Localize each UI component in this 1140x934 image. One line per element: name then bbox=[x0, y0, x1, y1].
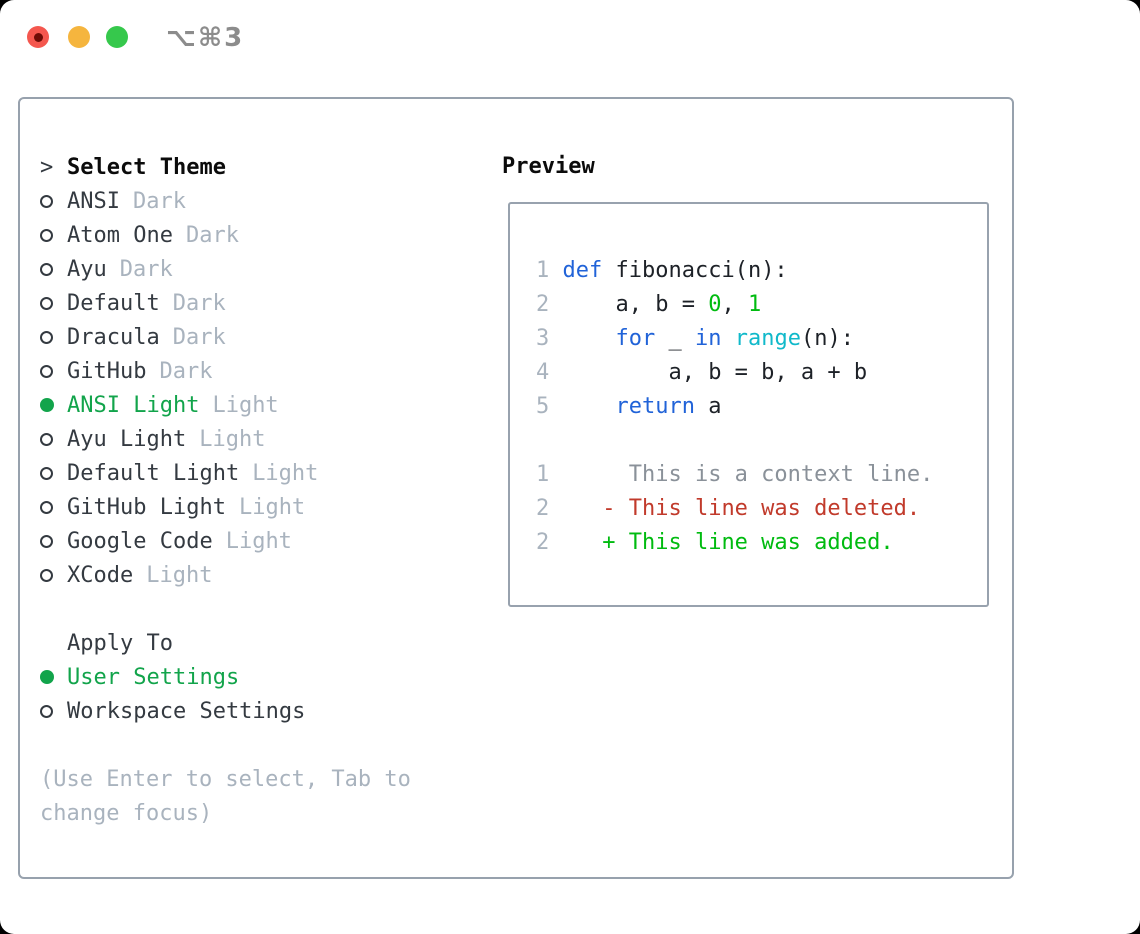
option-variant-label: Dark bbox=[119, 256, 173, 282]
theme-option-dracula[interactable]: Dracula Dark bbox=[40, 320, 480, 354]
preview-line: 5 return a bbox=[536, 394, 722, 419]
theme-option-xcode[interactable]: XCode Light bbox=[40, 558, 480, 592]
theme-option-github[interactable]: GitHub Dark bbox=[40, 354, 480, 388]
preview-box: 1 def fibonacci(n): 2 a, b = 0, 1 3 for _ … bbox=[508, 202, 989, 607]
theme-option-atom-one[interactable]: Atom One Dark bbox=[40, 218, 480, 252]
radio-icon bbox=[40, 704, 53, 718]
zoom-button[interactable] bbox=[106, 26, 128, 48]
option-label: Atom One bbox=[67, 222, 173, 248]
spacer-row bbox=[40, 592, 480, 626]
apply-option-user-settings[interactable]: User Settings bbox=[40, 660, 480, 694]
radio-icon bbox=[40, 194, 53, 208]
option-label: Google Code bbox=[67, 528, 213, 554]
radio-icon bbox=[40, 568, 53, 582]
preview-title: Preview bbox=[502, 154, 595, 179]
option-variant-label: Light bbox=[212, 392, 279, 418]
preview-line: 1 This is a context line. bbox=[536, 462, 934, 487]
option-variant-label: Light bbox=[199, 426, 266, 452]
preview-line bbox=[536, 220, 987, 254]
apply-option-workspace-settings[interactable]: Workspace Settings bbox=[40, 694, 480, 728]
option-label: ANSI bbox=[67, 188, 120, 214]
option-variant-label: Light bbox=[146, 562, 213, 588]
option-label: Workspace Settings bbox=[67, 698, 306, 724]
preview-line: 2 a, b = 0, 1 bbox=[536, 292, 762, 317]
option-label: Default Light bbox=[67, 460, 240, 486]
theme-option-github-light[interactable]: GitHub Light Light bbox=[40, 490, 480, 524]
option-label: User Settings bbox=[67, 664, 240, 690]
preview-line: 2 + This line was added. bbox=[536, 530, 894, 555]
option-variant-label: Dark bbox=[132, 188, 186, 214]
radio-icon bbox=[40, 296, 53, 310]
hint-line: (Use Enter to select, Tab to bbox=[40, 766, 411, 792]
option-variant-label: Dark bbox=[185, 222, 239, 248]
hint-line: change focus) bbox=[40, 800, 213, 826]
minimize-button[interactable] bbox=[68, 26, 90, 48]
option-label: XCode bbox=[67, 562, 134, 588]
hint-text: (Use Enter to select, Tab to change focus… bbox=[40, 762, 480, 830]
option-variant-label: Light bbox=[238, 494, 306, 520]
theme-option-ansi-light[interactable]: ANSI Light Light bbox=[40, 388, 480, 422]
theme-option-default[interactable]: Default Dark bbox=[40, 286, 480, 320]
theme-option-ansi[interactable]: ANSI Dark bbox=[40, 184, 480, 218]
radio-icon bbox=[40, 262, 53, 276]
radio-icon bbox=[40, 330, 53, 344]
option-label: Ayu bbox=[67, 256, 107, 282]
option-variant-label: Dark bbox=[172, 290, 226, 316]
preview-line: 1 def fibonacci(n): bbox=[536, 258, 788, 283]
option-variant-label: Dark bbox=[172, 324, 226, 350]
option-variant-label: Light bbox=[252, 460, 319, 486]
apply-to-header-row: Apply To bbox=[40, 626, 480, 660]
radio-icon bbox=[40, 500, 53, 514]
option-label: GitHub Light bbox=[67, 494, 226, 520]
radio-icon bbox=[40, 466, 53, 480]
option-label: Default bbox=[67, 290, 160, 316]
preview-line: 4 a, b = b, a + b bbox=[536, 360, 868, 385]
spacer-row bbox=[40, 728, 480, 762]
cursor-marker: > bbox=[40, 154, 54, 180]
radio-selected-icon bbox=[40, 398, 54, 412]
option-label: ANSI Light bbox=[67, 392, 200, 418]
radio-icon bbox=[40, 534, 53, 548]
theme-list-title: Select Theme bbox=[67, 154, 226, 180]
close-dot-icon bbox=[33, 32, 43, 42]
close-button[interactable] bbox=[27, 26, 49, 48]
option-label: Dracula bbox=[67, 324, 160, 350]
window-title: ⌥⌘3 bbox=[166, 23, 245, 53]
option-variant-label: Light bbox=[225, 528, 292, 554]
theme-option-ayu[interactable]: Ayu Dark bbox=[40, 252, 480, 286]
theme-option-default-light[interactable]: Default Light Light bbox=[40, 456, 480, 490]
preview-line bbox=[536, 424, 987, 458]
preview-line: 3 for _ in range(n): bbox=[536, 326, 854, 351]
radio-icon bbox=[40, 228, 53, 242]
apply-to-title: Apply To bbox=[67, 630, 173, 656]
radio-icon bbox=[40, 432, 53, 446]
preview-line: 2 - This line was deleted. bbox=[536, 496, 921, 521]
theme-list-header: > Select Theme bbox=[40, 150, 480, 184]
theme-option-google-code[interactable]: Google Code Light bbox=[40, 524, 480, 558]
theme-option-ayu-light[interactable]: Ayu Light Light bbox=[40, 422, 480, 456]
option-variant-label: Dark bbox=[159, 358, 213, 384]
radio-icon bbox=[40, 364, 53, 378]
option-label: Ayu Light bbox=[67, 426, 187, 452]
radio-selected-icon bbox=[40, 670, 54, 684]
option-label: GitHub bbox=[67, 358, 147, 384]
